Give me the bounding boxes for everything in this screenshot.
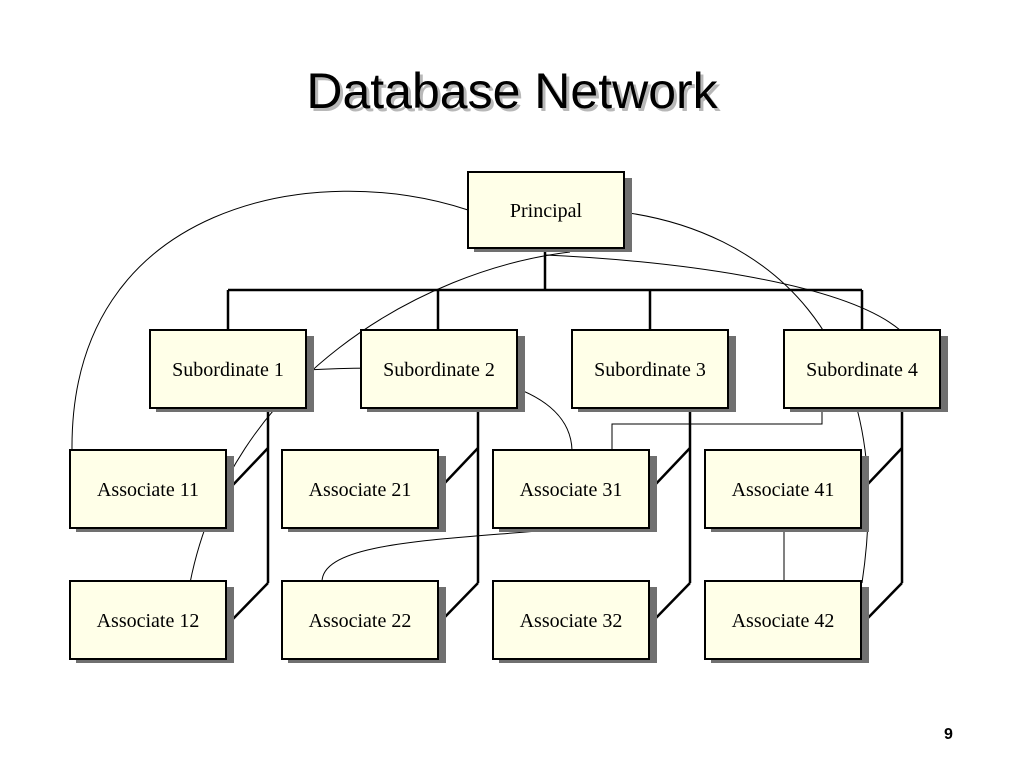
principal-node: Principal [467,171,632,252]
associate-label: Associate 11 [97,479,199,501]
page-number: 9 [944,726,953,743]
associate-label: Associate 22 [309,610,412,632]
associate-label: Associate 31 [520,479,623,501]
subordinate-node-4: Subordinate 4 [783,329,948,412]
associate-node-12: Associate 12 [69,580,234,663]
hierarchy-connectors [226,250,904,622]
associate-label: Associate 42 [732,610,835,632]
associate-node-32: Associate 32 [492,580,657,663]
subordinate-label: Subordinate 3 [594,359,706,381]
associate-node-11: Associate 11 [69,449,234,532]
subordinate-node-2: Subordinate 2 [360,329,525,412]
associate-label: Associate 32 [520,610,623,632]
associate-node-31: Associate 31 [492,449,657,532]
associate-node-22: Associate 22 [281,580,446,663]
associate-node-21: Associate 21 [281,449,446,532]
associate-label: Associate 41 [732,479,835,501]
subordinate-label: Subordinate 1 [172,359,284,381]
slide-title: Database Network [306,63,718,119]
associate-label: Associate 12 [97,610,200,632]
subordinate-node-3: Subordinate 3 [571,329,736,412]
associate-node-41: Associate 41 [704,449,869,532]
subordinate-label: Subordinate 4 [806,359,918,381]
associate-node-42: Associate 42 [704,580,869,663]
subordinate-node-1: Subordinate 1 [149,329,314,412]
principal-label: Principal [510,200,583,222]
subordinate-label: Subordinate 2 [383,359,495,381]
associate-label: Associate 21 [309,479,412,501]
